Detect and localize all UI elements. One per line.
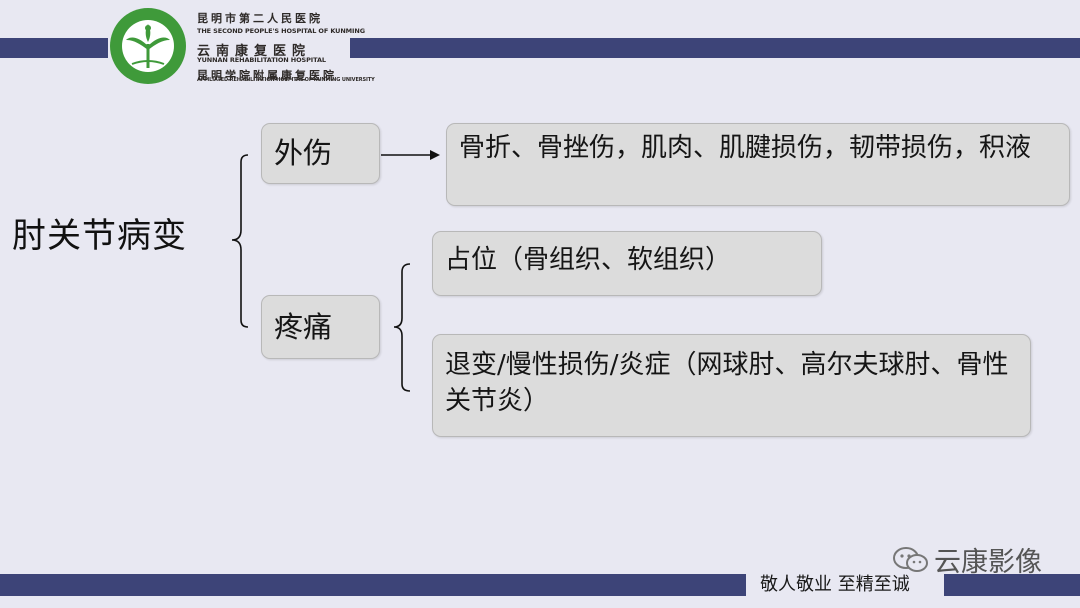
detail-degeneration: 退变/慢性损伤/炎症（网球肘、高尔夫球肘、骨性关节炎）: [432, 334, 1031, 437]
hospital-name-zh-3: 昆明学院附属康复医院: [197, 69, 337, 82]
arrow-head: [430, 150, 440, 160]
pain-bracket: [393, 263, 411, 392]
hospital-name-zh-2: 云南康复医院: [197, 44, 312, 59]
branch-pain: 疼痛: [261, 295, 380, 359]
hospital-logo-icon: [110, 8, 186, 84]
hospital-name-en-1: THE SECOND PEOPLE'S HOSPITAL OF KUNMING: [197, 27, 365, 35]
footer-band-left: [0, 574, 746, 596]
footer-slogan: 敬人敬业 至精至诚: [760, 574, 910, 595]
branch-trauma: 外伤: [261, 123, 380, 184]
root-bracket: [231, 154, 249, 328]
hospital-name-en-2: YUNNAN REHABILITATION HOSPITAL: [197, 56, 326, 64]
hospital-name-zh-1: 昆明市第二人民医院: [197, 12, 323, 25]
header-band-left: [0, 38, 108, 58]
wechat-icon: [893, 547, 928, 572]
watermark-text: 云康影像: [934, 547, 1042, 578]
detail-occupying-lesion: 占位（骨组织、软组织）: [432, 231, 822, 296]
root-label: 肘关节病变: [12, 216, 187, 256]
hospital-name-en-3: AFFILIATED REHABILITATION HOSPITAL OF KU…: [197, 77, 375, 83]
detail-trauma: 骨折、骨挫伤，肌肉、肌腱损伤，韧带损伤，积液: [446, 123, 1070, 206]
header-band-right: [350, 38, 1080, 58]
footer-band-right: [944, 574, 1080, 596]
